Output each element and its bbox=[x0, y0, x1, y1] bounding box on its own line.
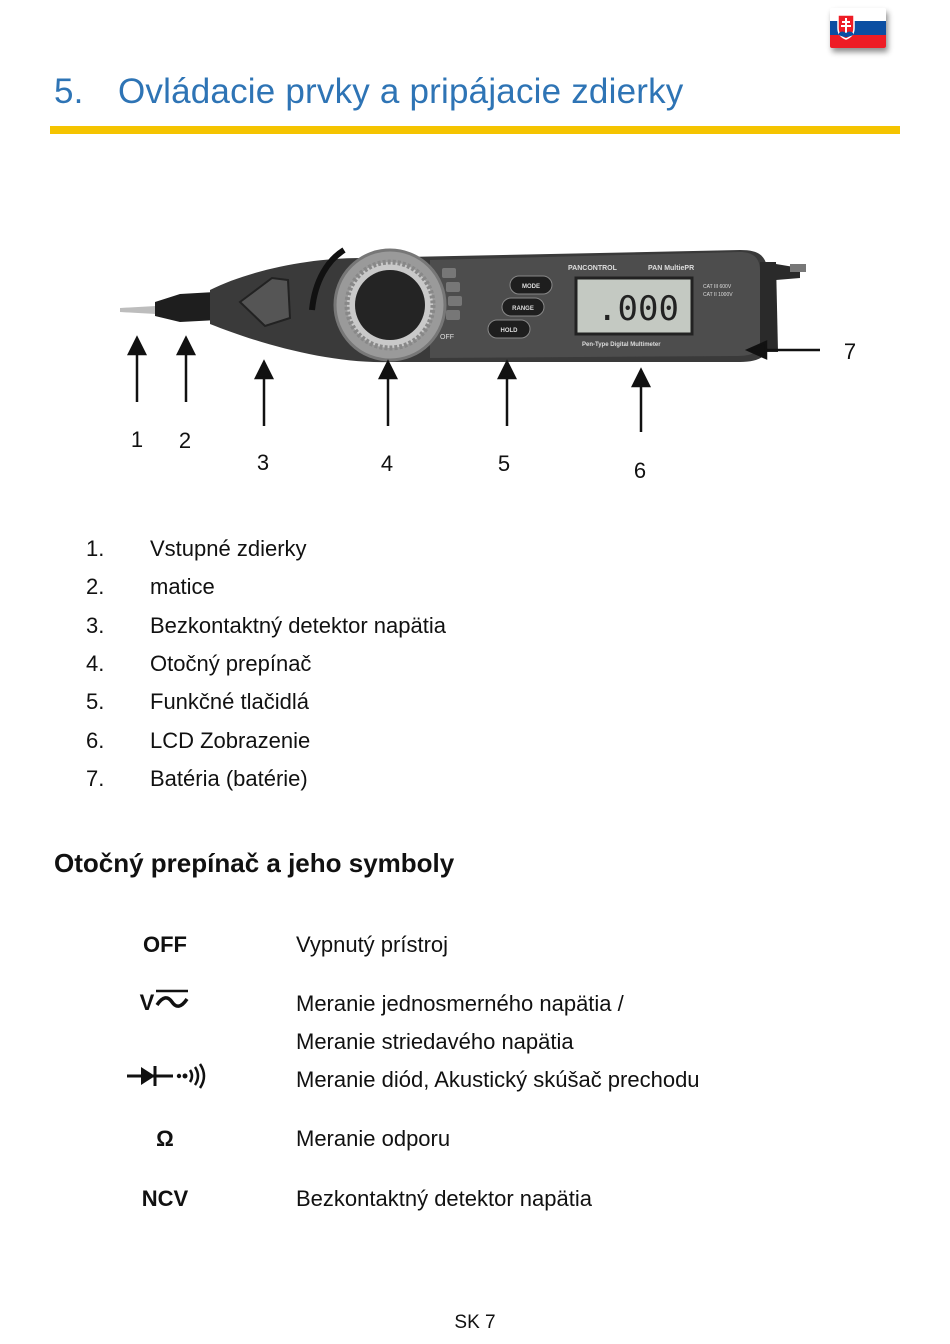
list-item: 2.matice bbox=[86, 574, 215, 600]
list-item: 5.Funkčné tlačidlá bbox=[86, 689, 309, 715]
ncv-sensor bbox=[238, 276, 292, 328]
nut bbox=[155, 292, 218, 322]
range-button-label: RANGE bbox=[512, 306, 534, 312]
coat-of-arms-icon bbox=[837, 14, 855, 40]
symbol-description: Vypnutý prístroj bbox=[296, 932, 449, 957]
multimeter-illustration: OFF MODE RANGE HOLD PANCONTROL PAN Multi… bbox=[120, 247, 856, 483]
brand-label: PANCONTROL bbox=[568, 265, 618, 272]
list-item: 3.Bezkontaktný detektor napätia bbox=[86, 612, 446, 638]
cat-rating-2: CAT II 1000V bbox=[703, 292, 733, 298]
ohm-icon: Ω bbox=[156, 1126, 174, 1151]
callout-5: 5 bbox=[498, 451, 510, 476]
section-heading: 5. Ovládacie prvky a pripájacie zdierky bbox=[54, 72, 684, 112]
list-item: 7.Batéria (batérie) bbox=[86, 765, 308, 791]
list-item: 4.Otočný prepínač bbox=[86, 651, 312, 677]
symbol-description: Meranie odporu bbox=[296, 1126, 451, 1151]
callout-2: 2 bbox=[179, 428, 191, 453]
diode-continuity-icon bbox=[110, 1062, 220, 1096]
callout-6: 6 bbox=[634, 458, 646, 483]
lcd-value: .000 bbox=[597, 289, 679, 329]
ncv-symbol: NCV bbox=[141, 1186, 189, 1211]
lcd-caption: Pen-Type Digital Multimeter bbox=[582, 342, 661, 348]
lanyard-clip bbox=[309, 247, 346, 311]
callout-1: 1 bbox=[131, 427, 143, 452]
callout-4: 4 bbox=[381, 451, 393, 476]
ac-dc-voltage-icon: V bbox=[110, 986, 220, 1020]
symbols-heading: Otočný prepínač a jeho symboly bbox=[54, 848, 455, 878]
callout-7: 7 bbox=[844, 339, 856, 364]
probe-tip bbox=[120, 306, 156, 314]
cat-rating-1: CAT III 600V bbox=[703, 284, 732, 290]
section-number: 5. bbox=[54, 72, 84, 111]
hold-button-label: HOLD bbox=[501, 328, 519, 334]
heading-underline bbox=[50, 126, 900, 134]
slovak-flag-icon bbox=[830, 8, 886, 48]
symbol-description: Meranie diód, Akustický skúšač prechodu bbox=[296, 1067, 700, 1092]
callout-arrows bbox=[126, 335, 820, 432]
page-number: SK 7 bbox=[454, 1312, 496, 1333]
list-item: 6.LCD Zobrazenie bbox=[86, 727, 311, 753]
mode-button-label: MODE bbox=[522, 284, 540, 290]
section-title: Ovládacie prvky a pripájacie zdierky bbox=[118, 72, 684, 111]
symbol-description: Meranie jednosmerného napätia / Meranie … bbox=[296, 991, 624, 1054]
callout-3: 3 bbox=[257, 450, 269, 475]
symbol-description: Bezkontaktný detektor napätia bbox=[296, 1186, 592, 1211]
lcd-display bbox=[574, 276, 694, 336]
multimeter-figure: OFF MODE RANGE HOLD PANCONTROL PAN Multi… bbox=[100, 240, 890, 500]
parts-list: 1.Vstupné zdierky 2.matice 3.Bezkontaktn… bbox=[86, 530, 446, 798]
svg-text:OFF: OFF bbox=[440, 334, 454, 341]
model-label: PAN MultiePR bbox=[648, 265, 694, 272]
off-symbol: OFF bbox=[143, 932, 187, 957]
function-buttons: MODE RANGE HOLD bbox=[487, 275, 553, 339]
list-item: 1.Vstupné zdierky bbox=[86, 536, 307, 562]
